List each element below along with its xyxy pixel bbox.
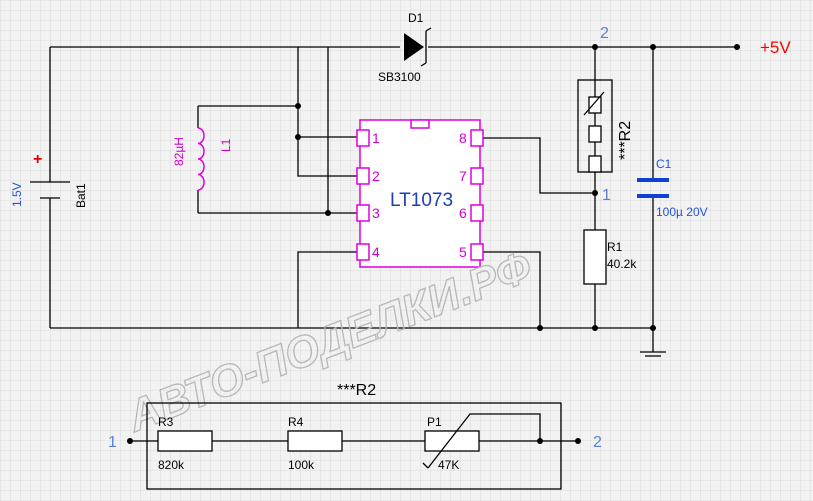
p1-value-label: 47K <box>438 458 459 472</box>
pin-7-label: 7 <box>459 168 467 184</box>
pin-3-label: 3 <box>372 205 380 221</box>
chip-pin-5 <box>470 243 484 261</box>
chip-pin-6 <box>470 204 484 222</box>
r4-ref-label: R4 <box>288 415 304 429</box>
p1-ref-label: P1 <box>427 415 442 429</box>
pin-5-label: 5 <box>459 244 467 260</box>
detail-node-1-label: 1 <box>108 434 117 451</box>
r4-value-label: 100k <box>288 458 315 472</box>
detail-node-2-label: 2 <box>593 434 602 451</box>
r3-value-label: 820k <box>158 458 185 472</box>
inductor-ref-label: L1 <box>219 138 233 152</box>
pin-2-label: 2 <box>372 168 380 184</box>
r2-detail-block: ***R2 R3 820k R4 100k P1 47K 1 2 <box>108 382 602 490</box>
r3-ref-label: R3 <box>158 415 174 429</box>
r1-value-label: 40.2k <box>607 257 637 271</box>
chip-pin-4 <box>356 243 370 261</box>
capacitor-c1: C1 100µ 20V <box>637 157 708 219</box>
chip-pin-1 <box>356 129 370 147</box>
output-voltage-label: +5V <box>760 38 791 57</box>
detail-title-label: ***R2 <box>337 382 376 399</box>
pin-8-label: 8 <box>459 130 467 146</box>
battery-plus-sign: + <box>33 151 42 168</box>
chip-pin-2 <box>356 167 370 185</box>
chip-lt1073: 1 2 3 4 8 7 6 5 LT1073 <box>356 119 484 268</box>
resistor-r1: R1 40.2k <box>583 229 637 285</box>
r2-ref-label: ***R2 <box>617 121 634 160</box>
c1-ref-label: C1 <box>656 157 672 171</box>
node-2-label: 2 <box>600 25 609 42</box>
resistor-r2-block: ***R2 <box>577 79 634 173</box>
pin-4-label: 4 <box>372 244 380 260</box>
pin-6-label: 6 <box>459 205 467 221</box>
r1-ref-label: R1 <box>607 240 623 254</box>
inductor-value-label: 82µH <box>172 137 186 166</box>
junction-dots <box>295 44 740 331</box>
pin-1-label: 1 <box>372 130 380 146</box>
battery-bat1: + 1.5V Bat1 <box>10 151 88 208</box>
battery-value-label: 1.5V <box>10 182 24 207</box>
chip-part-label: LT1073 <box>390 190 453 211</box>
chip-pin-8 <box>470 129 484 147</box>
node-1-label: 1 <box>602 187 611 204</box>
diode-part-label: SB3100 <box>378 70 421 84</box>
diode-d1: D1 SB3100 <box>378 11 432 84</box>
chip-pin-3 <box>356 204 370 222</box>
diode-ref-label: D1 <box>408 11 424 25</box>
battery-ref-label: Bat1 <box>74 183 88 208</box>
inductor-l1: L1 82µH <box>172 127 233 191</box>
chip-pin-7 <box>470 167 484 185</box>
c1-value-label: 100µ 20V <box>656 205 708 219</box>
